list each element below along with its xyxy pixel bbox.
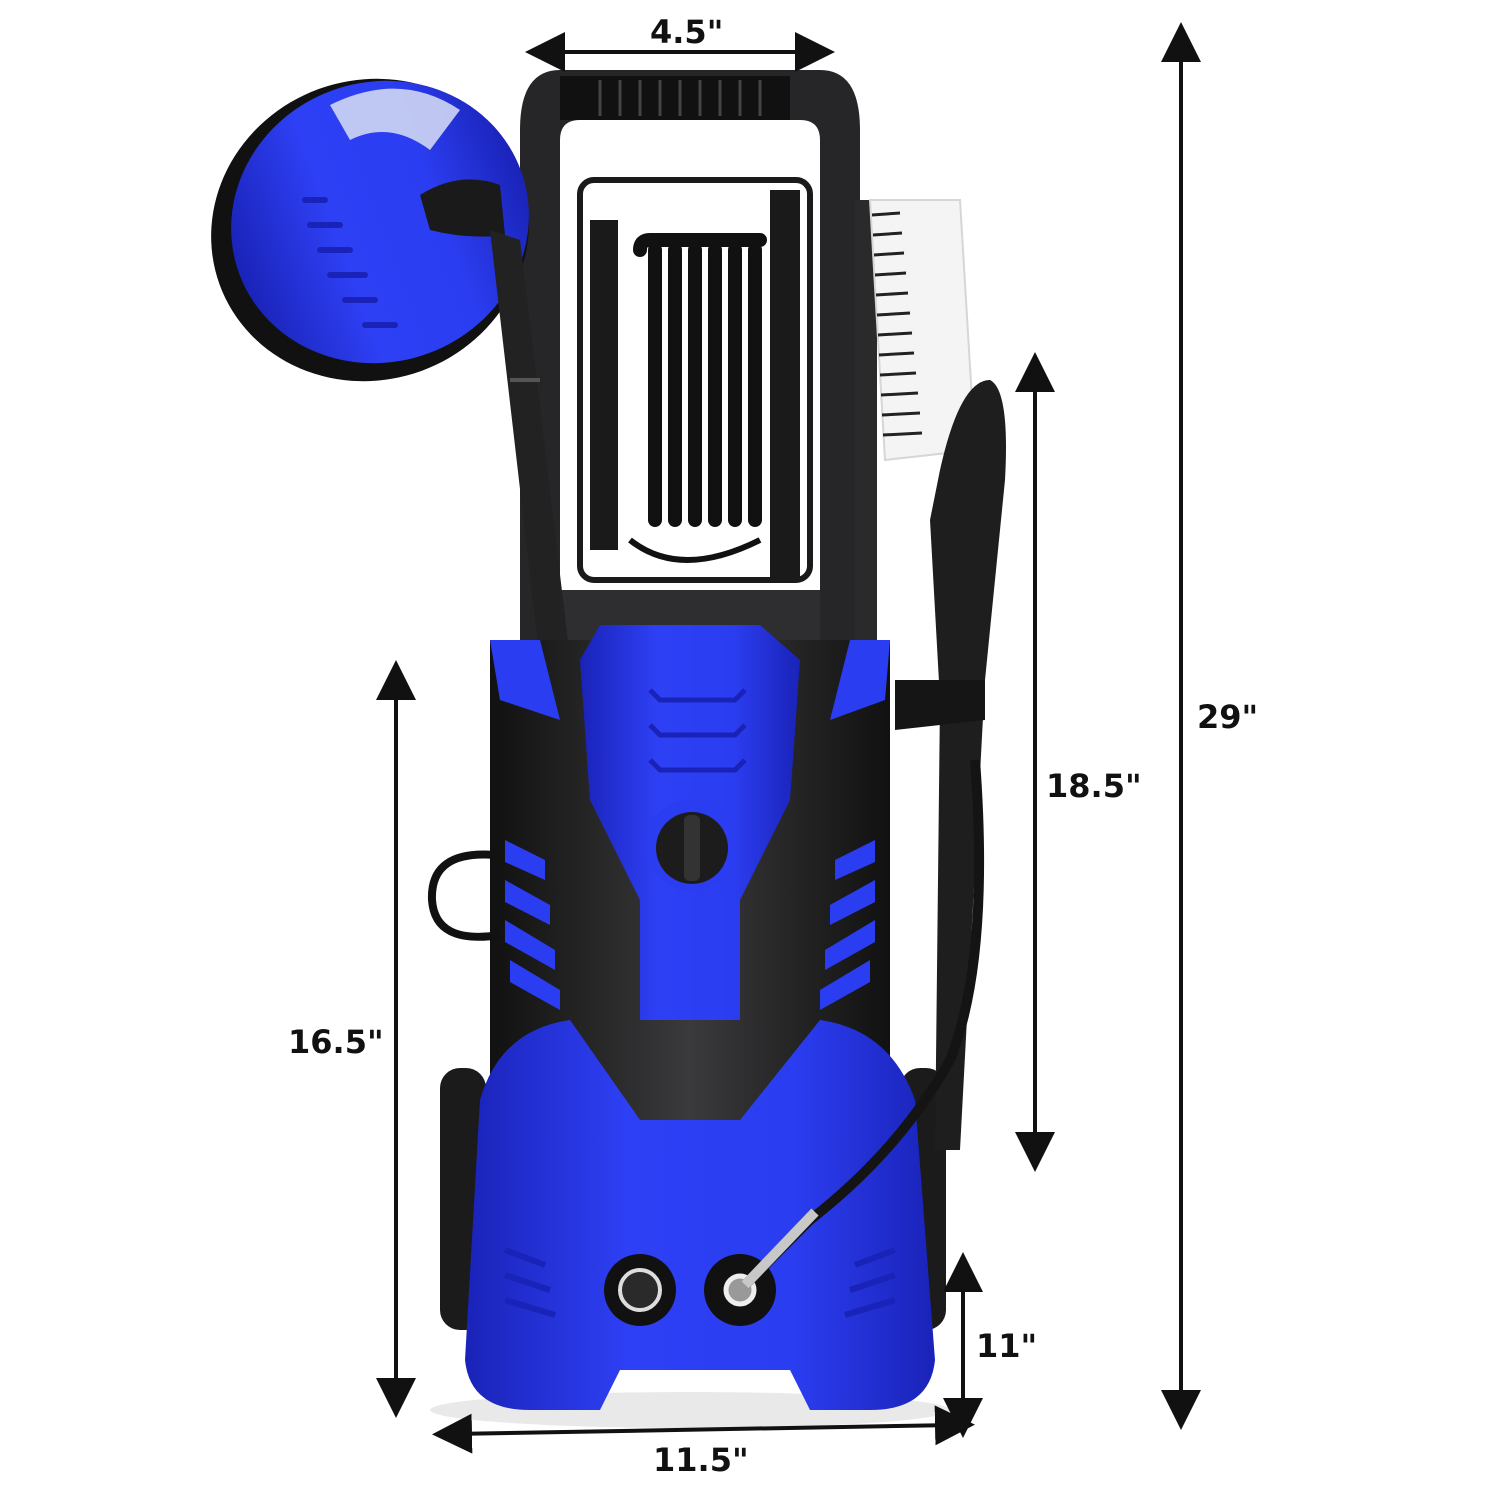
total-height-label: 29" bbox=[1197, 698, 1259, 736]
spray-wand bbox=[490, 230, 575, 705]
base-depth-label: 11" bbox=[976, 1327, 1038, 1365]
cleaning-brush-accessory bbox=[855, 199, 977, 700]
power-cord bbox=[427, 850, 501, 941]
top-handle-width-label: 4.5" bbox=[650, 13, 724, 51]
accessory-height-label: 18.5" bbox=[1046, 767, 1142, 805]
base-housing bbox=[465, 1020, 935, 1410]
surface-cleaner-accessory bbox=[211, 78, 529, 382]
dimension-arrows bbox=[376, 21, 1201, 1454]
base-width-label: 11.5" bbox=[653, 1441, 749, 1479]
hose-reel bbox=[577, 177, 813, 583]
body-height-label: 16.5" bbox=[288, 1023, 384, 1061]
arrow-base-width bbox=[432, 1405, 975, 1454]
high-pressure-hose bbox=[741, 759, 985, 1289]
spray-gun bbox=[895, 380, 1006, 1150]
